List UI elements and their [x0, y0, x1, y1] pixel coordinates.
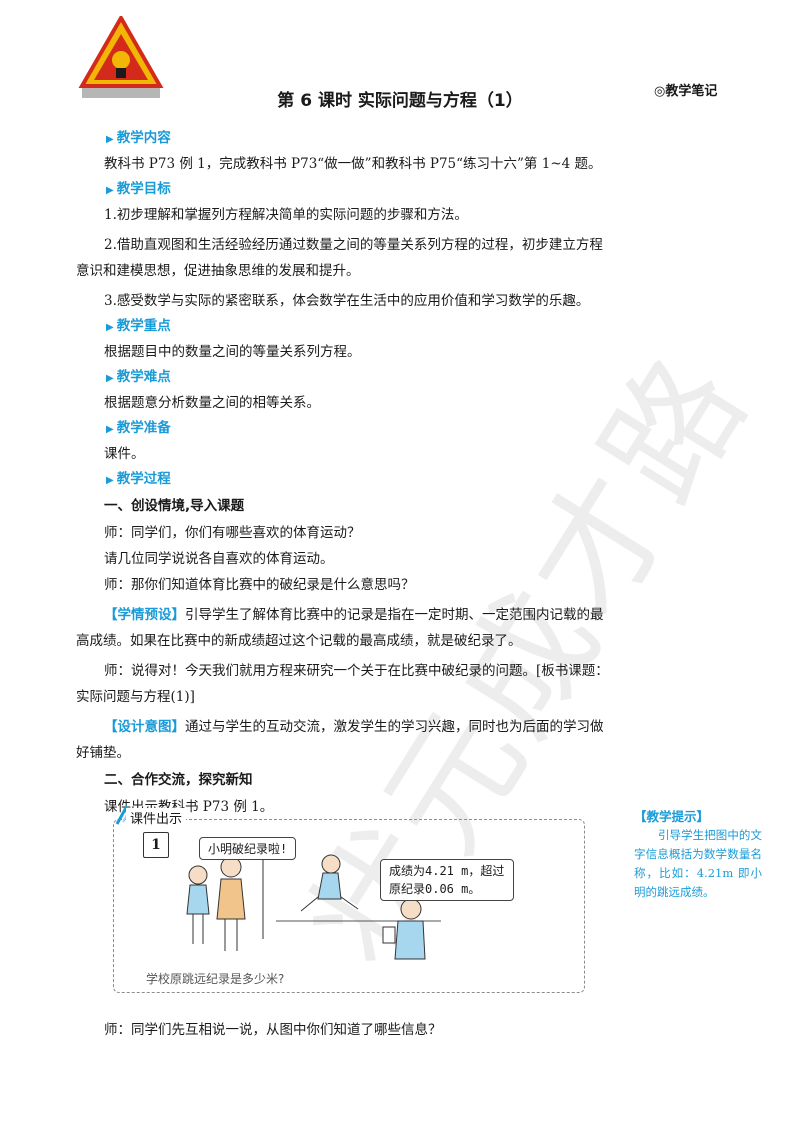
preparation-text: 课件。: [104, 446, 145, 462]
teaching-tip-text: 引导学生把图中的文字信息概括为数学数量名称，比如：4.21m 即小明的跳远成绩。: [634, 828, 762, 899]
speech-bubble-record: 小明破纪录啦!: [199, 837, 297, 860]
long-jump-illustration: [186, 854, 441, 960]
triangle-bullet-icon: ▶: [106, 185, 114, 196]
triangle-bullet-icon: ▶: [106, 373, 114, 384]
section-heading-difficulties: ▶教学难点: [106, 369, 171, 385]
design-paragraph: 【设计意图】通过与学生的互动交流，激发学生的学习兴趣，同时也为后面的学习做好铺垫…: [76, 719, 604, 761]
design-tag: 【设计意图】: [104, 719, 185, 735]
figure-label: 课件出示: [126, 808, 187, 827]
triangle-bullet-icon: ▶: [106, 475, 114, 486]
key-points-text: 根据题目中的数量之间的等量关系列方程。: [104, 344, 361, 360]
section-heading-preparation: ▶教学准备: [106, 420, 171, 436]
final-dialogue-line: 师：同学们先互相说一说，从图中你们知道了哪些信息？: [104, 1022, 442, 1038]
section-heading-key-points: ▶教学重点: [106, 318, 171, 334]
teacher-line: 师：说得对！今天我们就用方程来研究一个关于在比赛中破纪录的问题。[板书课题：实际…: [76, 663, 609, 705]
teacher-figure: [382, 898, 426, 960]
dialogue-line: 请几位同学说说各自喜欢的体育运动。: [104, 551, 334, 567]
section-heading-process: ▶教学过程: [106, 471, 171, 487]
example-number-badge: 1: [143, 832, 169, 858]
preset-tag: 【学情预设】: [104, 607, 185, 623]
lesson-content: ▶教学内容 教科书 P73 例 1，完成教科书 P73“做一做”和教科书 P75…: [76, 126, 610, 820]
dialogue-line: 师：同学们，你们有哪些喜欢的体育运动？: [104, 525, 361, 541]
jumping-boy-figure: [300, 854, 359, 912]
figure-question: 学校原跳远纪录是多少米?: [146, 972, 285, 986]
triangle-bullet-icon: ▶: [106, 322, 114, 333]
difficulties-text: 根据题意分析数量之间的相等关系。: [104, 395, 320, 411]
lesson-title: 第 6 课时 实际问题与方程（1）: [277, 91, 523, 111]
teaching-notes-label: ◎教学笔记: [654, 84, 718, 99]
teaching-tip-title: 【教学提示】: [634, 809, 710, 824]
courseware-figure-frame: [113, 819, 585, 993]
part-two-title: 二、合作交流，探究新知: [104, 772, 253, 788]
triangle-bullet-icon: ▶: [106, 424, 114, 435]
section-heading-content: ▶教学内容: [106, 130, 171, 146]
girl-figure: [186, 865, 210, 944]
goal-item: 2.借助直观图和生活经验经历通过数量之间的等量关系列方程的过程，初步建立方程意识…: [76, 237, 603, 279]
dialogue-line: 师：那你们知道体育比赛中的破纪录是什么意思吗？: [104, 577, 415, 593]
girl-figure: [216, 856, 246, 951]
publisher-logo: [78, 16, 164, 98]
preset-paragraph: 【学情预设】引导学生了解体育比赛中的记录是指在一定时期、一定范围内记载的最高成绩…: [76, 607, 604, 649]
content-text: 教科书 P73 例 1，完成教科书 P73“做一做”和教科书 P75“练习十六”…: [104, 156, 602, 172]
triangle-bullet-icon: ▶: [106, 134, 114, 145]
section-heading-goals: ▶教学目标: [106, 181, 171, 197]
goal-item: 1.初步理解和掌握列方程解决简单的实际问题的步骤和方法。: [104, 207, 468, 223]
part-one-title: 一、创设情境,导入课题: [104, 498, 245, 514]
goal-item: 3.感受数学与实际的紧密联系，体会数学在生活中的应用价值和学习数学的乐趣。: [104, 293, 590, 309]
speech-bubble-result: 成绩为4.21 m，超过原纪录0.06 m。: [380, 859, 514, 901]
